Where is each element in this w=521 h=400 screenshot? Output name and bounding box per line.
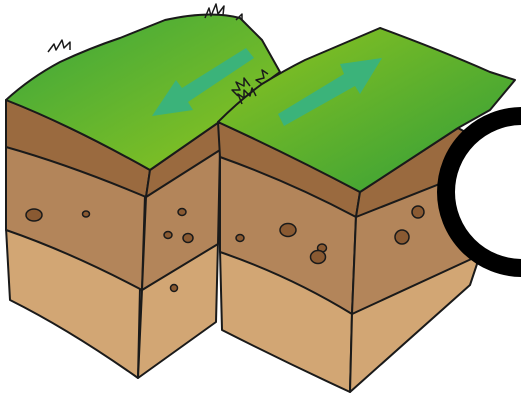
pebble bbox=[25, 208, 43, 222]
magnifier-ring-icon bbox=[437, 107, 521, 277]
pebble bbox=[182, 232, 194, 244]
left-grass-tuft bbox=[47, 3, 243, 53]
pebble bbox=[81, 210, 91, 218]
pebble bbox=[177, 207, 187, 217]
pebble bbox=[279, 222, 297, 238]
pebble bbox=[235, 233, 245, 243]
left-pebbles bbox=[25, 207, 194, 293]
left-crust-block bbox=[5, 3, 281, 379]
pebble bbox=[309, 249, 327, 265]
pebble bbox=[411, 205, 425, 219]
arrow-left-icon bbox=[152, 48, 254, 116]
motion-arrows bbox=[152, 48, 382, 126]
left-grass-tuft-fault bbox=[231, 77, 251, 97]
right-grass-surface bbox=[217, 27, 516, 193]
arrow-right-icon bbox=[278, 58, 382, 126]
magnifier-lens bbox=[437, 107, 521, 277]
left-grass-surface bbox=[5, 13, 281, 171]
right-grass-tuft bbox=[237, 69, 269, 105]
right-pebbles bbox=[235, 205, 425, 265]
pebble bbox=[394, 229, 410, 245]
pebble bbox=[163, 230, 173, 240]
pebble bbox=[169, 283, 179, 293]
